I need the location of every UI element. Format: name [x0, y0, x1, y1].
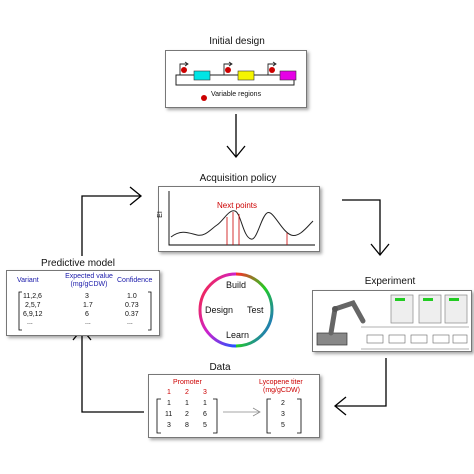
- cycle-design-label: Design: [205, 305, 234, 315]
- ei-plot: [168, 191, 315, 246]
- plate-5: [452, 334, 468, 344]
- arrow-experiment-to-data: [333, 358, 387, 416]
- plot-axes: [168, 191, 315, 246]
- model-panel: Variant Expected value (mg/gCDW) Confide…: [6, 270, 160, 336]
- model-cell: 2,5,7: [25, 302, 41, 309]
- matrix-cell: 11: [165, 411, 173, 418]
- variable-region-marker-2: [225, 67, 231, 73]
- variable-region-marker-3: [269, 67, 275, 73]
- matrix-cell: 2: [185, 411, 189, 418]
- promoter-col-3: 3: [203, 389, 207, 396]
- plate-4: [432, 334, 450, 344]
- arrow-model-to-policy: [81, 186, 143, 256]
- instrument-3: [444, 294, 468, 324]
- dbtl-color-ring: [198, 272, 274, 348]
- model-cell: 11,2,6: [23, 293, 42, 300]
- matrix-cell: 1: [203, 400, 207, 407]
- gene-cyan: [193, 70, 211, 81]
- legend-marker: [201, 95, 207, 101]
- model-cell: 0.73: [125, 302, 139, 309]
- arrow-policy-to-experiment: [342, 199, 390, 257]
- plate-2: [388, 334, 406, 344]
- model-col-variant: Variant: [17, 277, 39, 284]
- cycle-test-label: Test: [247, 305, 264, 315]
- experiment-panel: [312, 290, 472, 352]
- experiment-title: Experiment: [364, 276, 416, 287]
- robot-lab-illustration: [316, 294, 469, 350]
- titer-header-line2: (mg/gCDW): [263, 387, 300, 394]
- promoter-matrix-brackets: [156, 398, 218, 434]
- matrix-cell: 1: [167, 400, 171, 407]
- next-points-label: Next points: [217, 201, 258, 210]
- titer-value: 2: [281, 400, 285, 407]
- acquisition-title: Acquisition policy: [199, 173, 277, 184]
- model-cell: 3: [85, 293, 89, 300]
- matrix-cell: 3: [167, 422, 171, 429]
- model-cell: ...: [127, 319, 133, 326]
- instrument-1: [390, 294, 414, 324]
- model-col-confidence: Confidence: [117, 277, 153, 284]
- acquisition-panel: EI Next points: [156, 186, 320, 252]
- ei-curve: [170, 210, 314, 240]
- arrow-data-to-model: [72, 327, 144, 413]
- model-col-expected: Expected value (mg/gCDW): [65, 273, 113, 288]
- data-panel: Promoter 1 2 3 1 1 1 11 2 6 3 8 5 Lycope…: [148, 374, 320, 438]
- matrix-cell: 8: [185, 422, 189, 429]
- cycle-learn-label: Learn: [226, 330, 250, 340]
- plasmid-diagram: [175, 61, 297, 101]
- mapping-arrow: [223, 407, 261, 417]
- promoter-arrow-1: [179, 61, 189, 75]
- model-cell: 0.37: [125, 311, 139, 318]
- data-title: Data: [209, 362, 231, 373]
- ei-axis-label: EI: [156, 211, 164, 218]
- model-cell: 1.0: [127, 293, 137, 300]
- promoter-header: Promoter: [173, 379, 202, 386]
- initial-design-panel: Variable regions: [165, 50, 307, 108]
- promoter-col-1: 1: [167, 389, 171, 396]
- gene-magenta: [279, 70, 297, 81]
- model-table-brackets: [18, 291, 152, 331]
- matrix-cell: 5: [203, 422, 207, 429]
- titer-vector-brackets: [266, 398, 302, 434]
- plasmid-backbone: [175, 74, 295, 86]
- variable-region-marker-1: [181, 67, 187, 73]
- titer-value: 3: [281, 411, 285, 418]
- model-cell: ...: [85, 319, 91, 326]
- instrument-2: [418, 294, 442, 324]
- cycle-build-label: Build: [226, 280, 247, 290]
- model-cell: 1.7: [83, 302, 93, 309]
- plate-1: [366, 334, 384, 344]
- model-cell: 6: [85, 311, 89, 318]
- titer-value: 5: [281, 422, 285, 429]
- gene-yellow: [237, 70, 255, 81]
- promoter-arrow-3: [267, 61, 277, 75]
- titer-header-line1: Lycopene titer: [259, 379, 303, 386]
- matrix-cell: 1: [185, 400, 189, 407]
- model-title: Predictive model: [41, 258, 115, 269]
- initial-design-title: Initial design: [209, 36, 265, 47]
- matrix-cell: 6: [203, 411, 207, 418]
- model-cell: ...: [27, 319, 33, 326]
- plate-3: [410, 334, 428, 344]
- arrow-down-1: [226, 114, 246, 159]
- promoter-arrow-2: [223, 61, 233, 75]
- robot-arm: [328, 299, 366, 336]
- promoter-col-2: 2: [185, 389, 189, 396]
- model-cell: 6,9,12: [23, 311, 43, 318]
- legend-label: Variable regions: [211, 91, 262, 98]
- robot-joint: [332, 306, 338, 312]
